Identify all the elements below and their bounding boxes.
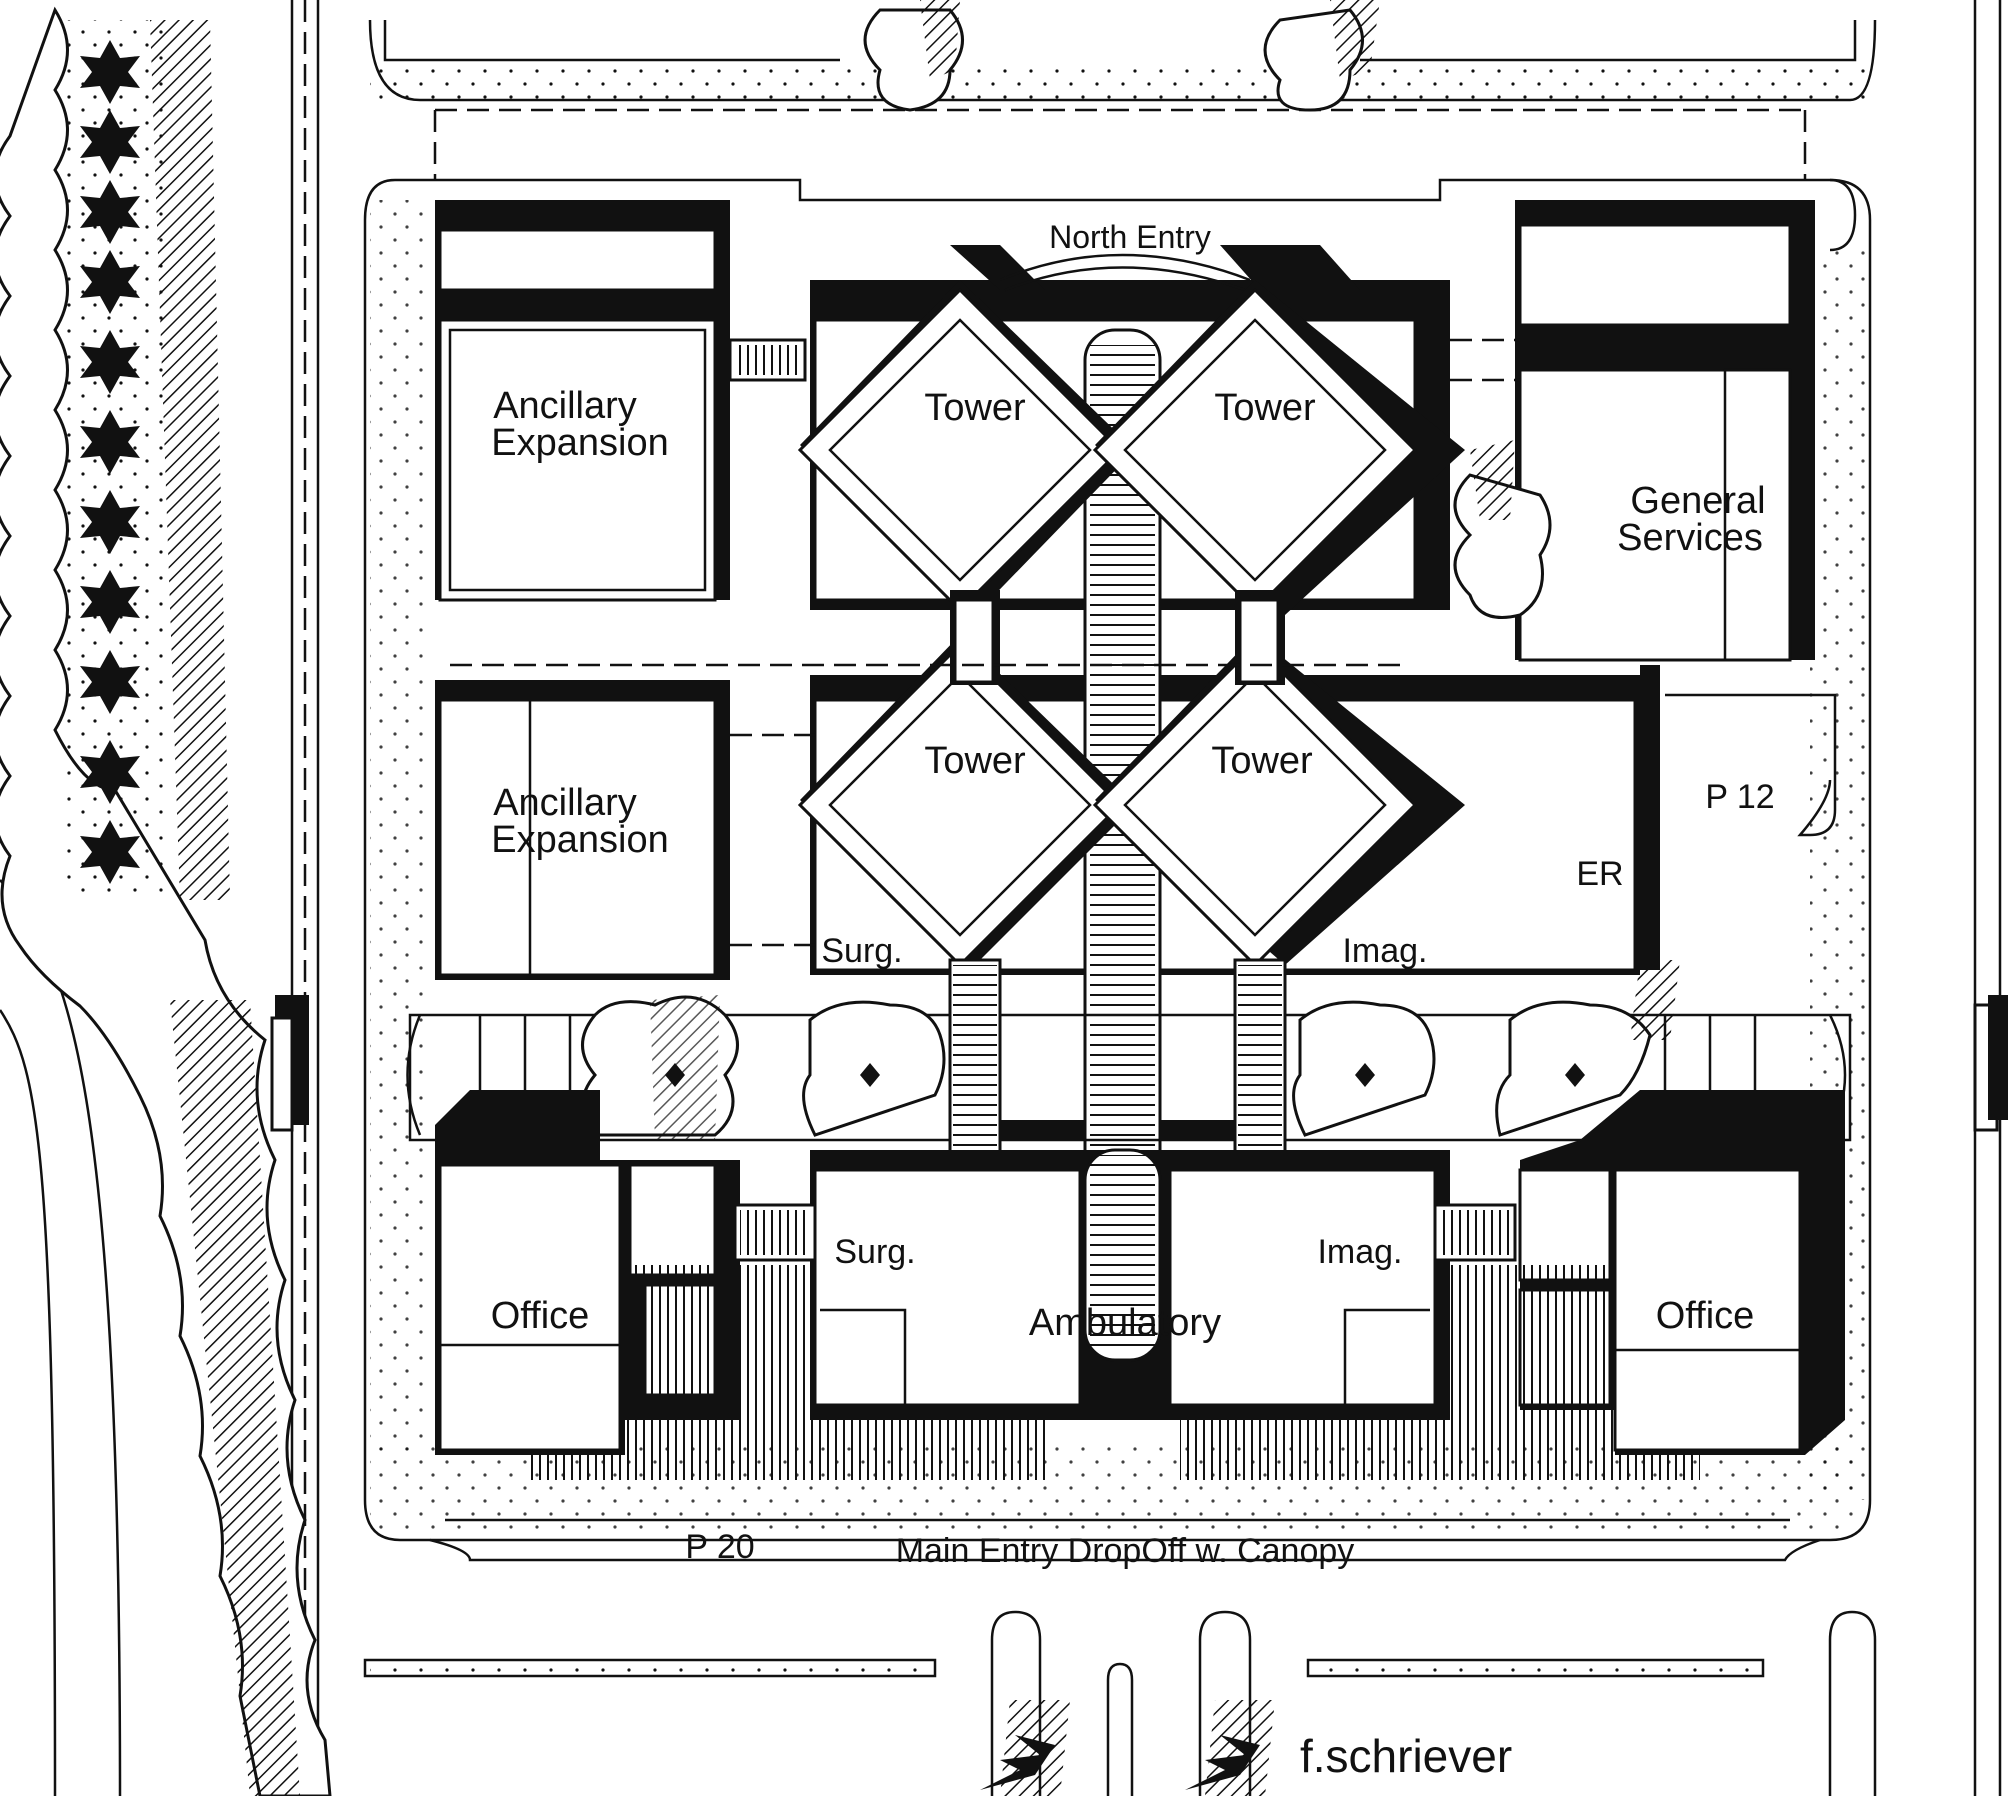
main-entry-label: Main Entry DropOff w. Canopy bbox=[896, 1532, 1355, 1570]
tower-sw: Tower bbox=[797, 635, 1135, 968]
tower-cores bbox=[950, 590, 1285, 685]
ancillary-south-label-line1: Ancillary bbox=[493, 782, 637, 824]
imag-upper-label: Imag. bbox=[1342, 932, 1427, 970]
p20-label: P 20 bbox=[685, 1528, 754, 1566]
ancillary-north-label-line1: Ancillary bbox=[493, 385, 637, 427]
office-west-label-front: Office bbox=[491, 1295, 590, 1337]
tower-ne-label: Tower bbox=[1214, 387, 1316, 429]
p12-parking: P 12 bbox=[1665, 693, 1837, 837]
general-services-label-line1: General bbox=[1630, 480, 1765, 522]
imag-lower-label: Imag. bbox=[1317, 1233, 1402, 1271]
tower-nw-label: Tower bbox=[924, 387, 1026, 429]
north-parking bbox=[368, 0, 1877, 180]
ancillary-expansion-south: Ancillary Expansion bbox=[435, 680, 730, 980]
general-services: General Services bbox=[1453, 200, 1815, 662]
ambulatory-label: Ambulatory bbox=[1029, 1302, 1221, 1344]
west-tree-row bbox=[0, 6, 332, 1796]
ancillary-south-label-line2: Expansion bbox=[491, 819, 668, 861]
south-dropoff: P 20 Main Entry DropOff w. Canopy bbox=[429, 1518, 1821, 1570]
office-east-label-front: Office bbox=[1656, 1295, 1755, 1337]
lower-stairs bbox=[948, 958, 1287, 1157]
north-entry-label: North Entry bbox=[1049, 219, 1211, 255]
general-services-label-line2: Services bbox=[1617, 517, 1763, 559]
north-entry: North Entry bbox=[950, 219, 1360, 292]
west-road bbox=[0, 0, 320, 1796]
tower-se-label: Tower bbox=[1211, 740, 1313, 782]
tower-sw-label: Tower bbox=[924, 740, 1026, 782]
surg-upper-label: Surg. bbox=[821, 932, 902, 970]
dashed-connectors bbox=[450, 338, 1520, 947]
west-gate-marker bbox=[270, 995, 309, 1132]
tower-ne: Tower bbox=[1092, 280, 1465, 615]
artist-signature: f.schriever bbox=[1300, 1730, 1512, 1782]
south-parking bbox=[363, 1610, 1877, 1796]
ambulatory: Surg. Imag. Ambulatory bbox=[438, 1148, 1802, 1480]
er-label: ER bbox=[1576, 855, 1623, 893]
garden-band bbox=[406, 960, 1852, 1142]
ancillary-expansion-north: Ancillary Expansion bbox=[435, 200, 807, 602]
east-road bbox=[1973, 0, 2008, 1796]
surg-lower-label: Surg. bbox=[834, 1233, 915, 1271]
ancillary-north-label-line2: Expansion bbox=[491, 422, 668, 464]
p12-label: P 12 bbox=[1705, 778, 1774, 816]
tower-nw: Tower bbox=[797, 280, 1135, 615]
